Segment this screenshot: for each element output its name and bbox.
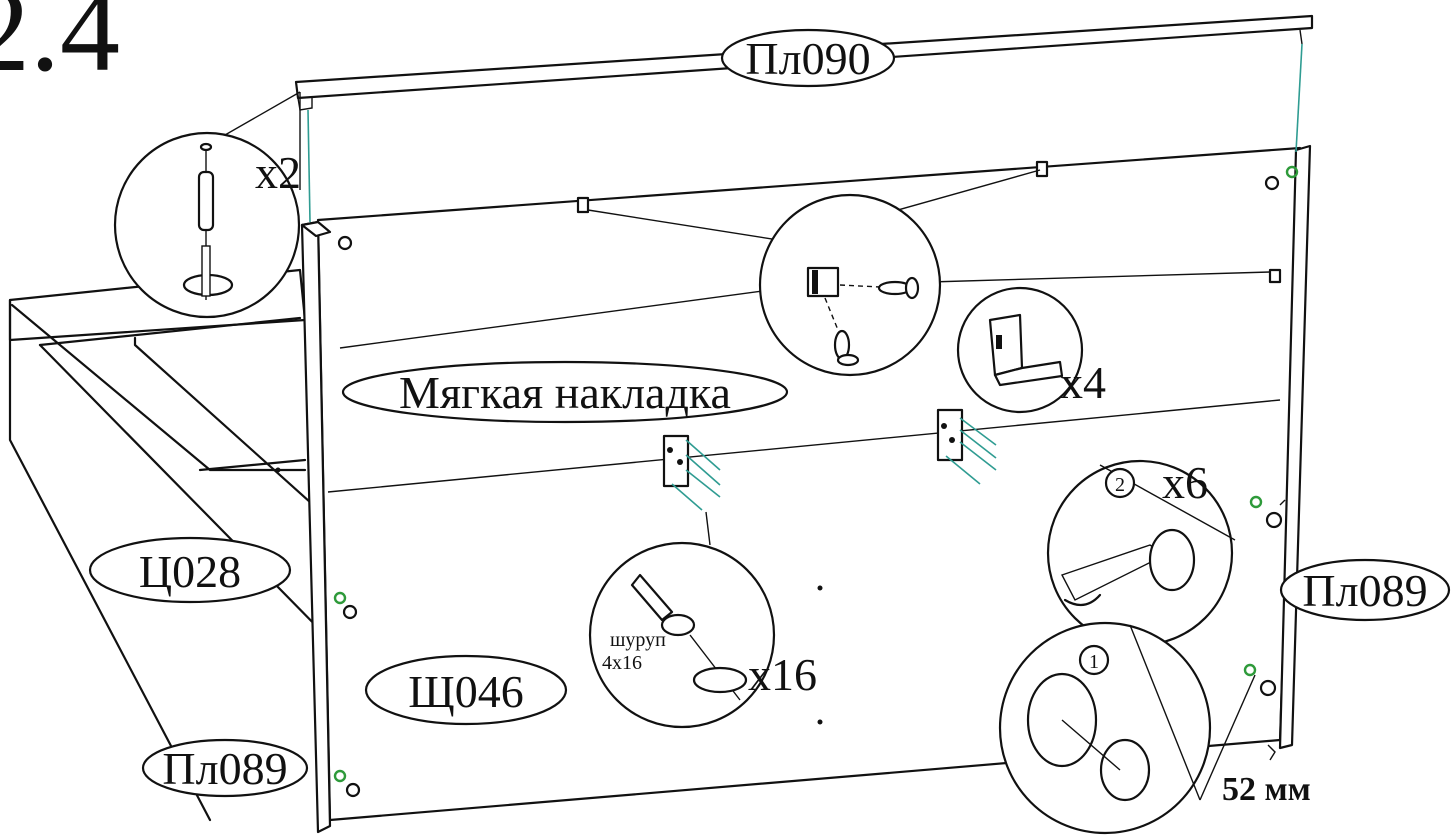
svg-text:Пл090: Пл090: [745, 33, 870, 84]
soft-panel-mount: [662, 408, 997, 511]
measurement-label: 52 мм: [1222, 771, 1311, 808]
bracket-x4-detail: x4: [956, 286, 1106, 414]
step-1-number: 1: [1089, 651, 1099, 673]
step-number: 2.4: [0, 0, 120, 96]
qty-top: x2: [255, 147, 301, 198]
label-right-rail: Пл089: [1279, 558, 1451, 622]
qty-bracket: x4: [1060, 357, 1106, 408]
label-left-rail: Пл089: [141, 738, 309, 798]
screw-detail: шуруп 4x16 x16: [588, 511, 817, 729]
svg-text:Пл089: Пл089: [1302, 565, 1427, 616]
cam-step2-detail: 2 x6: [1046, 457, 1236, 647]
svg-text:Пл089: Пл089: [162, 743, 287, 794]
step-2-number: 2: [1115, 474, 1125, 496]
qty-cam: x6: [1162, 457, 1208, 508]
qty-screw: x16: [748, 649, 817, 700]
bracket-marker: [337, 160, 1282, 284]
label-headboard: Щ046: [364, 654, 568, 726]
bracket-detail: [758, 193, 942, 377]
cam-markers: [333, 165, 1299, 798]
screw-note-line1: шуруп: [610, 629, 666, 651]
svg-text:Ц028: Ц028: [139, 546, 241, 597]
left-side-rail: [300, 220, 332, 834]
cam-step1-detail: 1: [998, 621, 1256, 835]
top-screw-detail: x2: [113, 91, 301, 319]
svg-text:Щ046: Щ046: [408, 666, 523, 717]
svg-text:Мягкая накладка: Мягкая накладка: [399, 367, 731, 418]
screw-note-line2: 4x16: [602, 652, 642, 674]
label-top-rail: Пл090: [720, 28, 896, 88]
label-base-frame: Ц028: [88, 536, 292, 604]
label-soft-panel: Мягкая накладка: [341, 360, 789, 424]
